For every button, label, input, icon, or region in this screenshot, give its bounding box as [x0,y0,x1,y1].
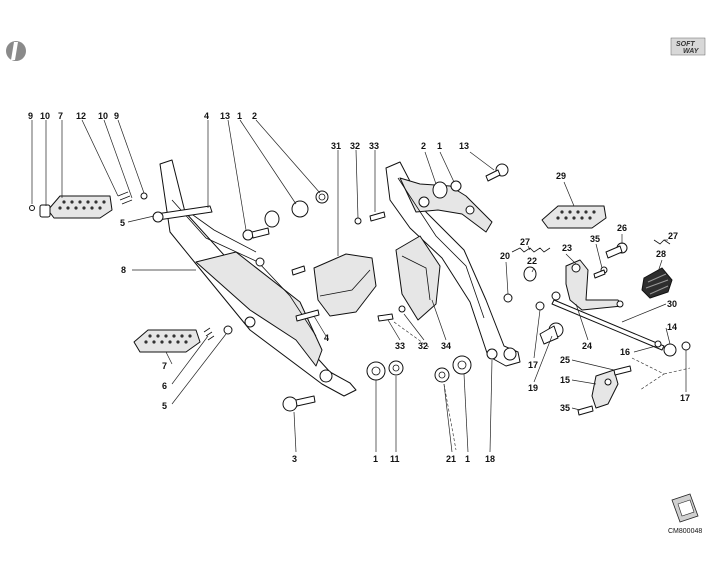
pin-4-left [152,205,213,223]
callout-27: 27 [668,231,678,241]
logo-line-2: WAY [683,48,700,55]
callout-31: 31 [331,141,341,151]
callout-9: 9 [114,111,119,121]
bolt-13-right [485,163,509,182]
left-bracket [159,159,357,397]
spring-27 [511,239,671,253]
callout-10: 10 [40,111,50,121]
heel-guard-31 [313,253,377,317]
callout-4: 4 [204,111,209,121]
callout-14: 14 [667,322,677,332]
callout-3: 3 [292,454,297,464]
bolt-35-upper [593,266,608,279]
callout-35: 35 [590,234,600,244]
callout-1: 1 [465,454,470,464]
callout-13: 13 [459,141,469,151]
linkage-rod-30 [551,299,665,351]
callout-2: 2 [252,111,257,121]
callout-17: 17 [680,393,690,403]
heel-guard-screws [291,211,406,322]
left-footpeg-upper [29,191,148,219]
bushing-22 [503,266,537,303]
callout-32: 32 [350,141,360,151]
callout-17: 17 [528,360,538,370]
callout-20: 20 [500,251,510,261]
callout-12: 12 [76,111,86,121]
callout-labels: 9 10 7 12 10 9 4 13 1 2 31 32 33 2 1 13 … [28,111,690,464]
drawing-reference-icon: CM800048 [668,493,702,535]
drawing-code: CM800048 [668,528,702,535]
callout-33: 33 [369,141,379,151]
callout-33: 33 [395,341,405,351]
left-upper-bushings [264,190,329,228]
callout-23: 23 [562,243,572,253]
callout-16: 16 [620,347,630,357]
callout-18: 18 [485,454,495,464]
callout-1: 1 [237,111,242,121]
callout-4: 4 [324,333,329,343]
bolt-13-left [242,227,270,241]
callout-7: 7 [58,111,63,121]
right-lower-bushings [434,355,472,383]
callout-28: 28 [656,249,666,259]
callout-22: 22 [527,256,537,266]
linkage-part-15 [577,365,632,416]
pedal-lever [551,259,624,311]
softway-logo: SOFT WAY [670,37,706,56]
bolt-26 [605,242,628,259]
callout-5: 5 [162,401,167,411]
bolt-3 [282,395,316,412]
callout-19: 19 [528,383,538,393]
callout-6: 6 [162,381,167,391]
callout-32: 32 [418,341,428,351]
callout-9: 9 [28,111,33,121]
leader-lines [31,119,687,453]
callout-27: 27 [520,237,530,247]
callout-7: 7 [162,361,167,371]
callout-1: 1 [373,454,378,464]
left-footpeg-lower [133,325,233,353]
logo-line-1: SOFT [676,41,695,48]
callout-35: 35 [560,403,570,413]
callout-15: 15 [560,375,570,385]
callout-2: 2 [421,141,426,151]
callout-34: 34 [441,341,451,351]
callout-11: 11 [390,454,400,464]
callout-21: 21 [446,454,456,464]
callout-30: 30 [667,299,677,309]
callout-24: 24 [582,341,592,351]
callout-1: 1 [437,141,442,151]
callout-8: 8 [121,265,126,275]
pedal-rubber-28 [641,267,673,299]
guard-34 [395,235,441,321]
callout-25: 25 [560,355,570,365]
right-bracket [385,161,521,367]
callout-29: 29 [556,171,566,181]
section-badge-icon [6,41,26,61]
callout-10: 10 [98,111,108,121]
pivot-pin-19 [535,301,564,345]
callout-26: 26 [617,223,627,233]
callout-13: 13 [220,111,230,121]
right-footpeg-29 [541,205,607,229]
callout-5: 5 [120,218,125,228]
right-upper-bushings [432,180,462,199]
left-lower-bushings [366,360,404,381]
